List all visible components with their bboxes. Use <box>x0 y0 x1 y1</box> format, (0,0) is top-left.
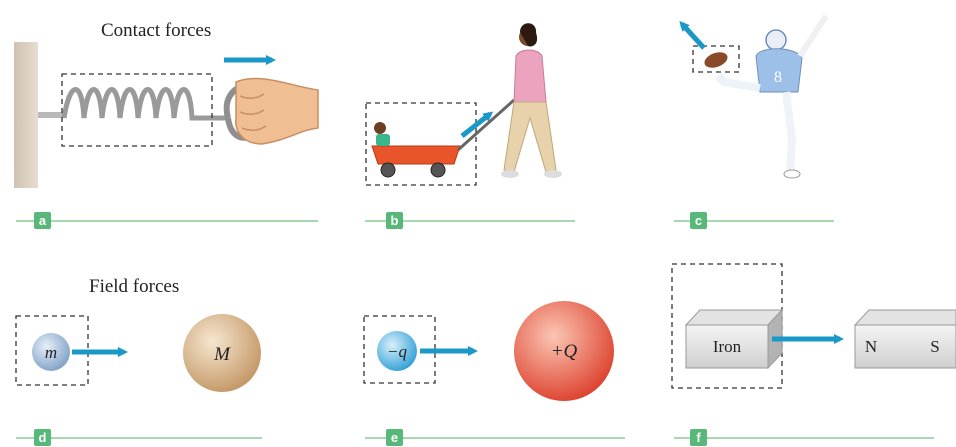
north-pole-label: N <box>865 337 877 356</box>
panel-d-badge: d <box>34 429 51 446</box>
panel-d-line <box>16 437 262 439</box>
panel-e: −q +Q <box>364 301 614 401</box>
south-pole-label: S <box>930 337 939 356</box>
panel-c: 8 <box>682 16 826 178</box>
positive-charge-label: +Q <box>551 341 578 362</box>
wagon-wheel <box>381 163 395 177</box>
spring <box>64 90 228 119</box>
panel-c-badge: c <box>690 212 707 229</box>
woman-pants <box>504 102 556 172</box>
panel-f-line <box>674 437 934 439</box>
large-mass-label: M <box>213 344 231 365</box>
player-kicking-leg <box>718 76 760 88</box>
hand <box>236 78 318 144</box>
iron-block-top <box>686 310 782 325</box>
small-mass-label: m <box>45 343 57 362</box>
panel-e-badge: e <box>386 429 403 446</box>
child-head <box>374 122 386 134</box>
woman-shoe <box>501 170 519 178</box>
panel-e-line <box>365 437 625 439</box>
child-body <box>376 134 390 146</box>
panel-b <box>366 23 562 185</box>
panel-a <box>14 42 318 188</box>
football <box>702 49 729 70</box>
iron-label: Iron <box>713 337 742 356</box>
spring-mount <box>38 112 64 118</box>
jersey-number: 8 <box>774 69 782 86</box>
panel-a-line <box>16 220 318 222</box>
wagon-wheel <box>431 163 445 177</box>
panel-a-badge: a <box>34 212 51 229</box>
field-forces-heading: Field forces <box>89 276 179 298</box>
player-arm <box>800 16 826 56</box>
magnet-top <box>855 310 956 325</box>
force-arrow-c <box>682 24 704 48</box>
player-standing-leg <box>786 92 792 170</box>
wagon-body <box>372 146 460 164</box>
wall <box>14 42 38 188</box>
wagon-handle <box>458 100 514 150</box>
panel-f: Iron N S <box>672 264 956 388</box>
panel-f-badge: f <box>690 429 707 446</box>
negative-charge-label: −q <box>387 342 407 361</box>
panel-b-badge: b <box>386 212 403 229</box>
woman-shoe <box>544 170 562 178</box>
contact-forces-heading: Contact forces <box>101 20 211 42</box>
panel-d: m M <box>16 314 261 392</box>
player-shoe <box>784 170 800 178</box>
woman-shirt <box>514 50 546 102</box>
player-helmet <box>766 30 786 50</box>
